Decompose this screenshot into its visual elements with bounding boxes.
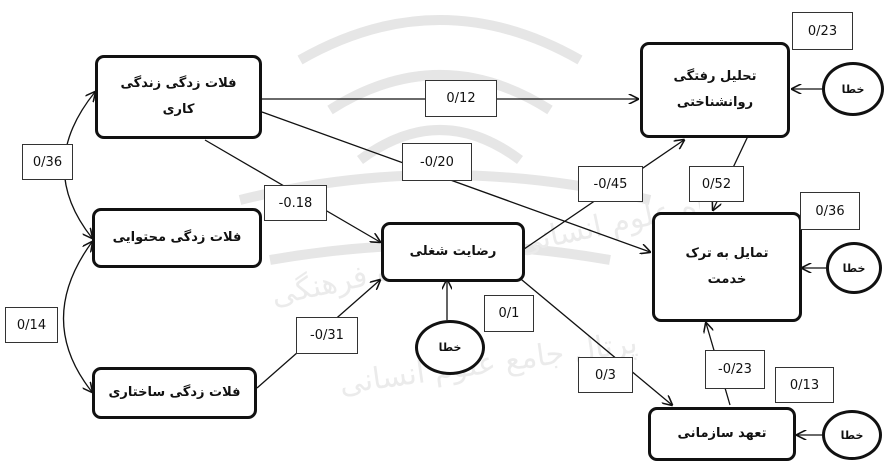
node-psych-burnout: تحلیل رفتگی روانشناختی: [640, 42, 790, 138]
coef-burnout-turnover: 0/52: [689, 166, 744, 202]
node-job-satisfaction: رضایت شغلی: [381, 222, 525, 282]
coef-err-turnover: 0/36: [800, 192, 860, 230]
node-structural-plateau: فلات زدگی ساختاری: [92, 367, 257, 419]
error-burnout: خطا: [822, 62, 884, 116]
arrow-work-turnover: [261, 111, 650, 252]
coef-err-commitment: 0/13: [775, 367, 834, 403]
corr-arc-content-structural: [62, 242, 93, 392]
coef-satisfaction-burnout: -0/45: [578, 166, 643, 202]
error-commitment: خطا: [822, 410, 882, 460]
coef-corr-content-structural: 0/14: [5, 307, 58, 343]
coef-work-burnout: 0/12: [425, 80, 497, 117]
coef-err-satisfaction: 0/1: [484, 295, 534, 332]
coef-work-turnover: -0/20: [402, 143, 472, 181]
node-content-plateau: فلات زدگی محتوایی: [92, 208, 262, 268]
error-satisfaction: خطا: [415, 320, 485, 375]
coef-commitment-turnover: -0/23: [705, 350, 765, 389]
coef-err-burnout: 0/23: [792, 12, 853, 50]
coef-structural-satisfaction: -0/31: [296, 317, 358, 354]
node-turnover-intention: تمایل به ترک خدمت: [652, 212, 802, 322]
node-org-commitment: تعهد سازمانی: [648, 407, 796, 461]
node-work-life-quality: فلات زدگی زندگی کاری: [95, 55, 262, 139]
error-turnover: خطا: [826, 242, 882, 294]
coef-satisfaction-commitment: 0/3: [578, 357, 633, 393]
coef-corr-work-content: 0/36: [22, 144, 73, 180]
arrow-satisfaction-commitment: [509, 269, 672, 405]
coef-work-satisfaction: -0.18: [264, 185, 327, 221]
